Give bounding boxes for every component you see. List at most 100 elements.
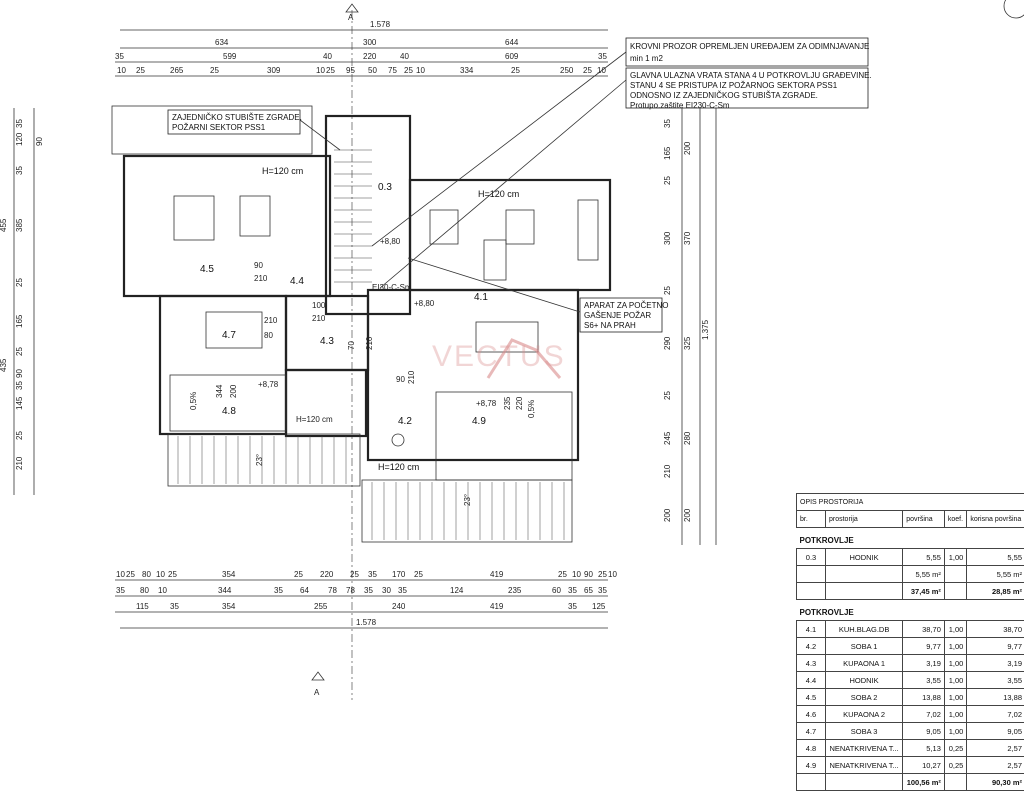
note-entrance: GLAVNA ULAZNA VRATA STANA 4 U POTKROVLJU… (380, 68, 872, 288)
svg-text:Protupo.zaštite EI230-C-Sm: Protupo.zaštite EI230-C-Sm (630, 101, 730, 110)
svg-text:35: 35 (598, 586, 607, 595)
svg-text:60: 60 (552, 586, 561, 595)
svg-text:419: 419 (490, 602, 504, 611)
svg-text:90: 90 (35, 137, 44, 146)
svg-text:90: 90 (584, 570, 593, 579)
svg-text:64: 64 (300, 586, 309, 595)
svg-text:25: 25 (15, 431, 24, 440)
svg-text:25: 25 (663, 391, 672, 400)
svg-text:609: 609 (505, 52, 519, 61)
svg-text:50: 50 (368, 66, 377, 75)
svg-text:min 1 m2: min 1 m2 (630, 54, 663, 63)
svg-text:APARAT ZA POČETNO: APARAT ZA POČETNO (584, 301, 668, 310)
svg-text:250: 250 (560, 66, 574, 75)
svg-text:10: 10 (116, 570, 125, 579)
dim-total-bottom: 1.578 (356, 618, 377, 627)
svg-text:35: 35 (398, 586, 407, 595)
svg-text:325: 325 (683, 336, 692, 350)
svg-text:10: 10 (416, 66, 425, 75)
svg-text:80: 80 (140, 586, 149, 595)
svg-text:200: 200 (683, 508, 692, 522)
svg-text:10: 10 (156, 570, 165, 579)
svg-text:235: 235 (503, 396, 512, 410)
svg-text:210: 210 (312, 314, 326, 323)
svg-text:220: 220 (515, 396, 524, 410)
svg-text:23°: 23° (255, 454, 264, 466)
svg-text:ODNOSNO IZ ZAJEDNIČKOG STUBIŠT: ODNOSNO IZ ZAJEDNIČKOG STUBIŠTA ZGRADE. (630, 91, 818, 100)
svg-text:385: 385 (15, 218, 24, 232)
svg-text:H=120 cm: H=120 cm (262, 166, 303, 176)
svg-text:+8,78: +8,78 (476, 399, 497, 408)
svg-text:75: 75 (388, 66, 397, 75)
svg-text:35: 35 (663, 119, 672, 128)
svg-text:EI30-C-Sm: EI30-C-Sm (372, 283, 412, 292)
svg-text:35: 35 (15, 166, 24, 175)
north-circle (1004, 0, 1024, 18)
svg-text:25: 25 (663, 286, 672, 295)
svg-text:370: 370 (683, 231, 692, 245)
svg-text:+8,80: +8,80 (414, 299, 435, 308)
room-4.4: 4.4 (290, 276, 304, 287)
svg-text:280: 280 (683, 431, 692, 445)
svg-text:10: 10 (158, 586, 167, 595)
svg-text:25: 25 (15, 278, 24, 287)
svg-text:120: 120 (15, 132, 24, 146)
svg-text:10: 10 (117, 66, 126, 75)
svg-text:200: 200 (683, 141, 692, 155)
svg-text:25: 25 (404, 66, 413, 75)
svg-text:25: 25 (294, 570, 303, 579)
svg-text:125: 125 (592, 602, 606, 611)
watermark: VECTUS (432, 340, 566, 374)
svg-text:KROVNI PROZOR OPREMLJEN UREĐAJ: KROVNI PROZOR OPREMLJEN UREĐAJEM ZA ODIM… (630, 42, 869, 51)
plan-labels: H=120 cm H=120 cm H=120 cm H=120 cm +8,8… (189, 166, 536, 506)
svg-text:35: 35 (170, 602, 179, 611)
svg-text:25: 25 (350, 570, 359, 579)
svg-text:25: 25 (136, 66, 145, 75)
room-4.5: 4.5 (200, 264, 214, 275)
svg-text:309: 309 (267, 66, 281, 75)
svg-text:235: 235 (508, 586, 522, 595)
svg-text:220: 220 (363, 52, 377, 61)
note-extinguisher: APARAT ZA POČETNO GAŠENJE POŽAR S6+ NA P… (408, 258, 668, 332)
svg-text:25: 25 (126, 570, 135, 579)
room-4.7: 4.7 (222, 330, 236, 341)
svg-text:90: 90 (254, 261, 263, 270)
svg-text:35: 35 (15, 119, 24, 128)
dim-total-top: 1.578 (370, 20, 391, 29)
svg-text:240: 240 (392, 602, 406, 611)
svg-text:H=120 cm: H=120 cm (478, 189, 519, 199)
room-numbers: 0.3 4.1 4.2 4.3 4.4 4.5 4.7 4.8 4.9 (200, 182, 488, 427)
room-4.2: 4.2 (398, 416, 412, 427)
svg-text:90: 90 (396, 375, 405, 384)
svg-text:354: 354 (222, 602, 236, 611)
svg-text:599: 599 (223, 52, 237, 61)
svg-text:210: 210 (254, 274, 268, 283)
svg-text:35: 35 (274, 586, 283, 595)
section-mark-top: A (348, 13, 354, 22)
svg-text:210: 210 (15, 456, 24, 470)
room-4.3: 4.3 (320, 336, 334, 347)
svg-text:455: 455 (0, 218, 8, 232)
svg-text:200: 200 (663, 508, 672, 522)
svg-text:GLAVNA ULAZNA VRATA STANA 4 U: GLAVNA ULAZNA VRATA STANA 4 U POTKROVLJU… (630, 71, 872, 80)
svg-text:1.375: 1.375 (701, 319, 710, 340)
svg-text:290: 290 (663, 336, 672, 350)
svg-text:644: 644 (505, 38, 519, 47)
svg-text:POŽARNI SEKTOR PSS1: POŽARNI SEKTOR PSS1 (172, 123, 266, 132)
svg-text:35: 35 (568, 586, 577, 595)
table-row: 0.3 HODNIK 5,55 1,00 5,55 (797, 549, 1024, 566)
svg-text:25: 25 (414, 570, 423, 579)
svg-text:255: 255 (314, 602, 328, 611)
dims-left: 35 120 90 35 385 25 165 25 90 35 145 25 … (0, 108, 44, 495)
room-4.1: 4.1 (474, 292, 488, 303)
svg-text:GAŠENJE POŽAR: GAŠENJE POŽAR (584, 311, 651, 320)
svg-text:435: 435 (0, 358, 8, 372)
svg-text:200: 200 (229, 384, 238, 398)
svg-text:H=120 cm: H=120 cm (296, 415, 333, 424)
svg-text:95: 95 (346, 66, 355, 75)
